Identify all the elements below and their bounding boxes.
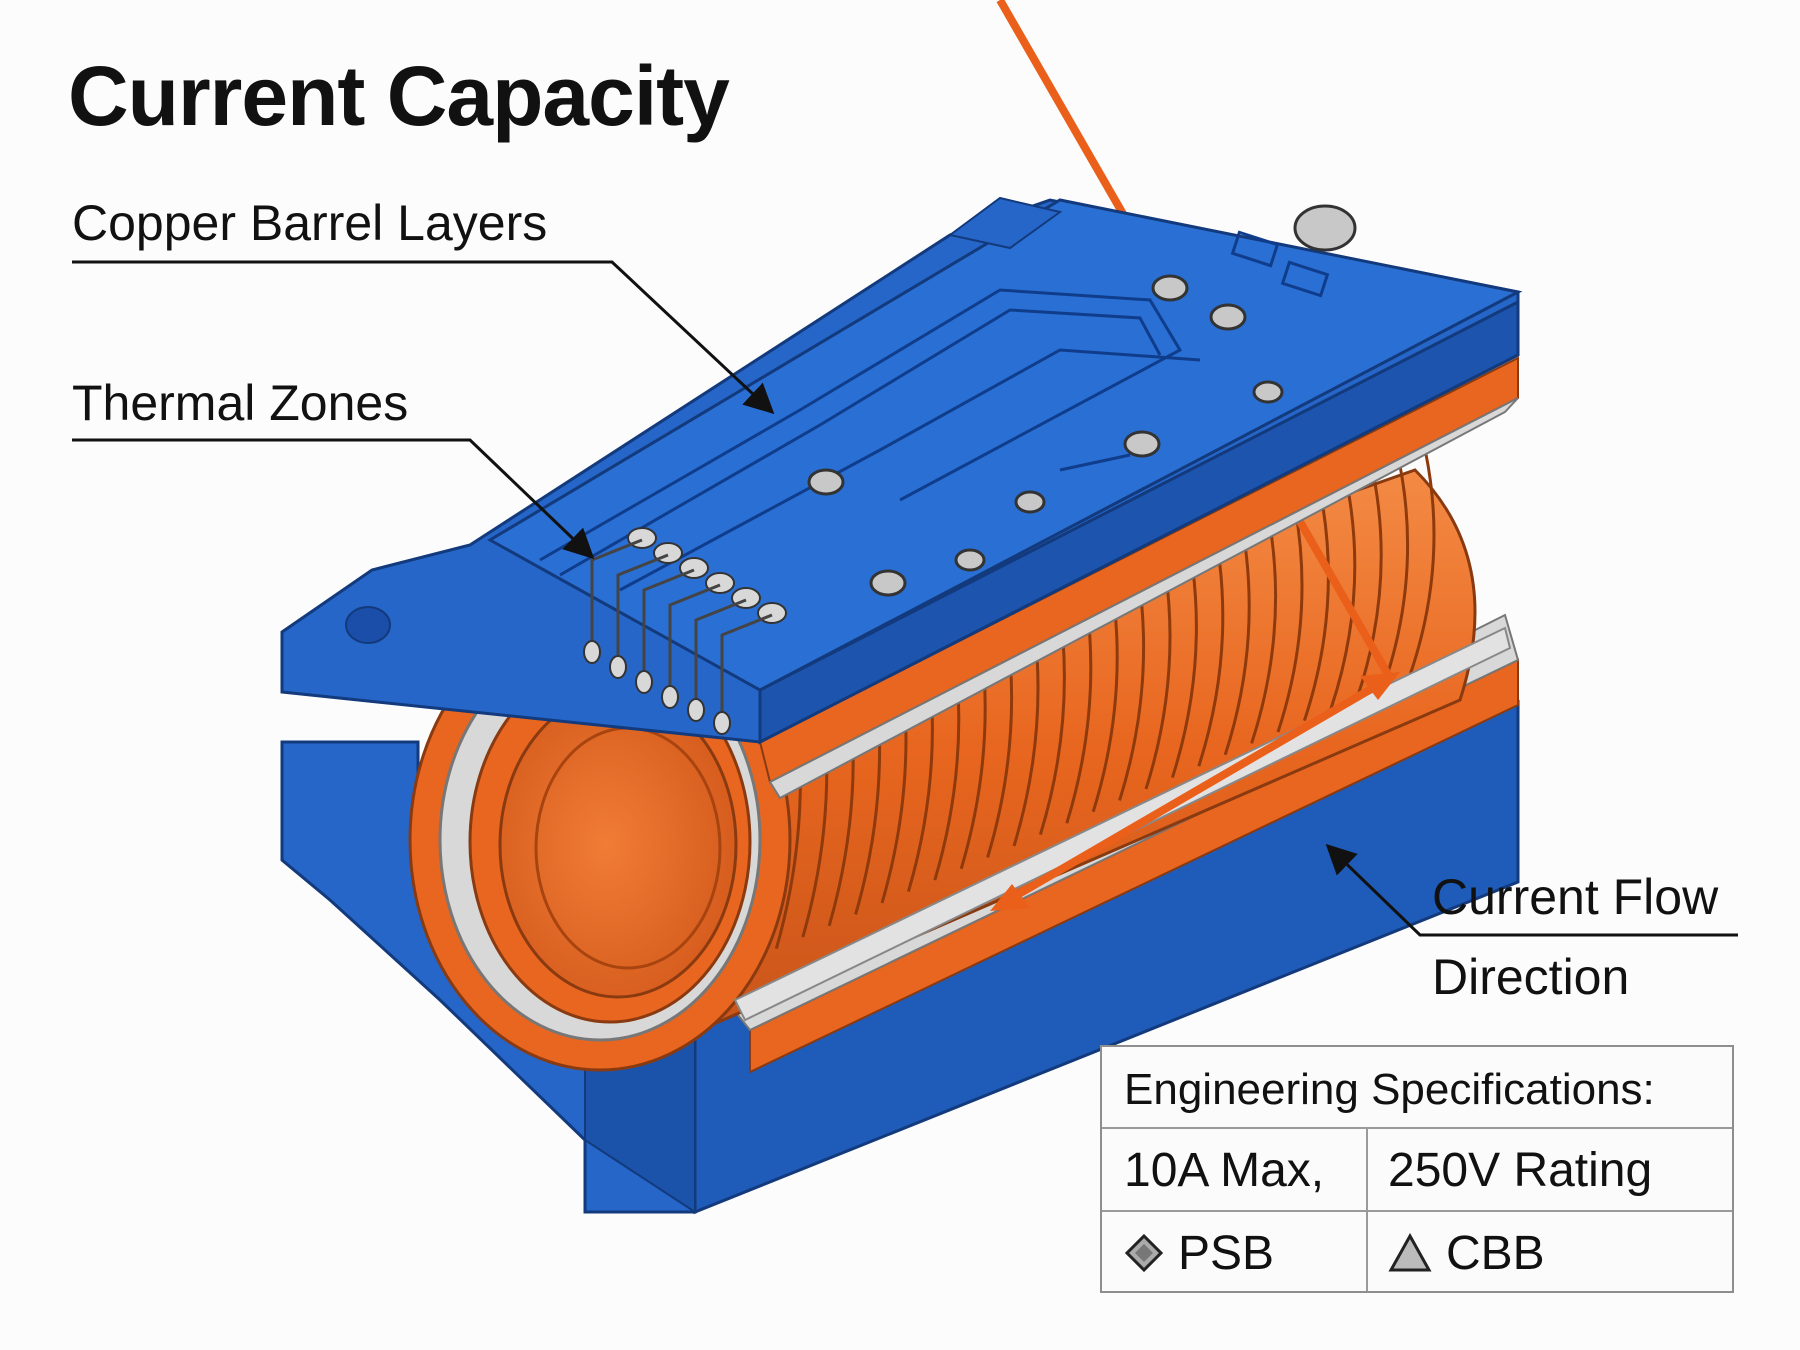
specs-heading: Engineering Specifications: [1102,1047,1732,1129]
specs-row: PSB CBB [1102,1210,1732,1291]
label-copper-barrel-layers: Copper Barrel Layers [72,195,548,251]
page-title: Current Capacity [68,49,730,143]
insulator-strip [733,626,1512,1022]
diamond-icon [1124,1230,1164,1285]
spec-voltage: 250V Rating [1388,1144,1653,1197]
leader-lines [72,260,1738,937]
triangle-icon [1388,1230,1432,1285]
label-current-flow: Current Flow [1432,869,1719,925]
upper-copper-layers [758,356,1519,800]
spec-psb: PSB [1102,1212,1368,1291]
engineering-specs-table: Engineering Specifications: 10A Max, 250… [1100,1045,1734,1293]
specs-row: 10A Max, 250V Rating [1102,1129,1732,1210]
label-direction: Direction [1432,949,1630,1005]
psb-label: PSB [1178,1227,1275,1280]
barrel-end-rings [408,608,792,1072]
pcb-top-board [280,196,1523,745]
cbb-label: CBB [1446,1227,1545,1280]
spec-current: 10A Max, [1102,1129,1368,1210]
label-thermal-zones: Thermal Zones [72,375,409,431]
spec-cbb: CBB [1368,1212,1732,1291]
